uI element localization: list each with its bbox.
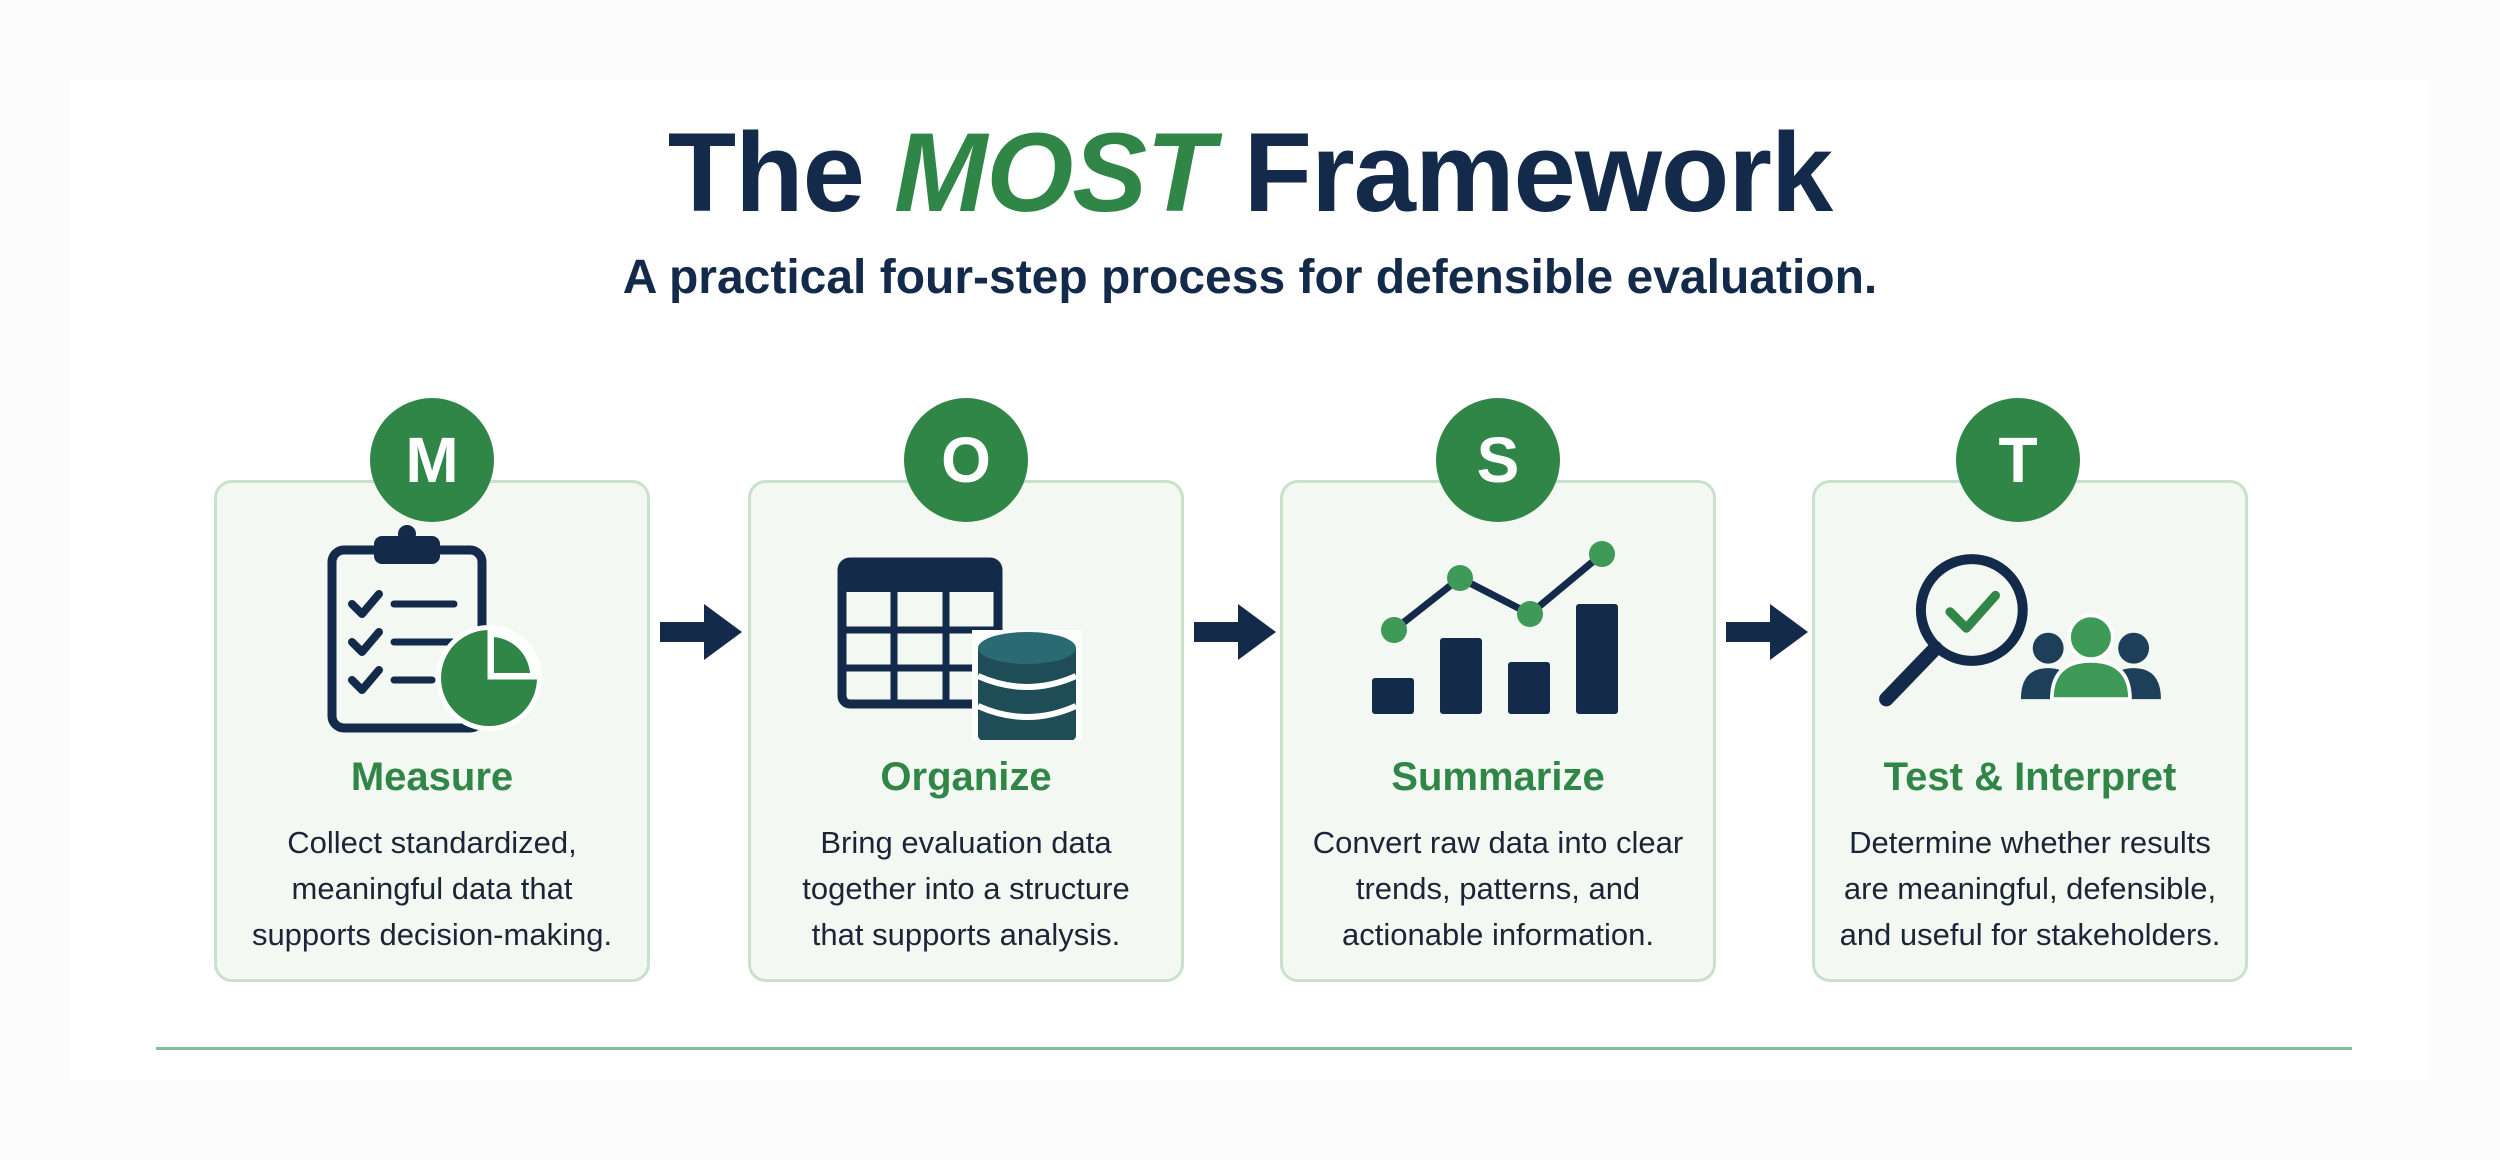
step-title-organize: Organize bbox=[880, 755, 1052, 799]
step-badge-m: M bbox=[370, 398, 494, 522]
step-desc-line: actionable information. bbox=[1342, 917, 1654, 952]
step-desc-summarize: Convert raw data into clear trends, patt… bbox=[1280, 820, 1716, 958]
step-title-measure: Measure bbox=[350, 755, 514, 799]
step-desc-test-interpret: Determine whether results are meaningful… bbox=[1812, 820, 2248, 958]
right-arrow-icon bbox=[660, 604, 742, 660]
step-badge-s: S bbox=[1436, 398, 1560, 522]
step-desc-organize: Bring evaluation data together into a st… bbox=[748, 820, 1184, 958]
magnifier-check-people-icon bbox=[1879, 554, 2161, 707]
step-desc-line: supports decision-making. bbox=[251, 917, 613, 952]
bottom-divider bbox=[156, 1047, 2352, 1050]
step-desc-line: Collect standardized, bbox=[287, 825, 577, 860]
step-desc-line: trends, patterns, and bbox=[1355, 871, 1641, 906]
step-badge-t: T bbox=[1956, 398, 2080, 522]
title-prefix: The bbox=[667, 110, 894, 235]
step-desc-line: are meaningful, defensible, bbox=[1843, 871, 2217, 906]
title-suffix: Framework bbox=[1213, 110, 1834, 235]
step-desc-line: Determine whether results bbox=[1849, 825, 2211, 860]
step-desc-line: and useful for stakeholders. bbox=[1839, 917, 2221, 952]
bar-line-chart-icon bbox=[1372, 541, 1618, 714]
step-desc-measure: Collect standardized, meaningful data th… bbox=[214, 820, 650, 958]
step-card-summarize bbox=[1280, 480, 1716, 982]
step-desc-line: Convert raw data into clear bbox=[1312, 825, 1684, 860]
step-card-test-interpret bbox=[1812, 480, 2248, 982]
step-title-summarize: Summarize bbox=[1391, 755, 1605, 799]
step-desc-line: Bring evaluation data bbox=[820, 825, 1112, 860]
step-desc-line: together into a structure bbox=[802, 871, 1130, 906]
page-subtitle: A practical four-step process for defens… bbox=[622, 251, 1878, 304]
clipboard-checklist-pie-icon bbox=[327, 525, 542, 733]
title-accent: MOST bbox=[894, 110, 1215, 235]
page-title: The MOST Framework bbox=[0, 108, 2500, 238]
step-desc-line: meaningful data that bbox=[291, 871, 573, 906]
table-database-icon bbox=[837, 557, 1082, 740]
step-title-test-interpret: Test & Interpret bbox=[1883, 755, 2177, 799]
step-desc-line: that supports analysis. bbox=[811, 917, 1121, 952]
step-badge-o: O bbox=[904, 398, 1028, 522]
right-arrow-icon bbox=[1194, 604, 1276, 660]
right-arrow-icon bbox=[1726, 604, 1808, 660]
